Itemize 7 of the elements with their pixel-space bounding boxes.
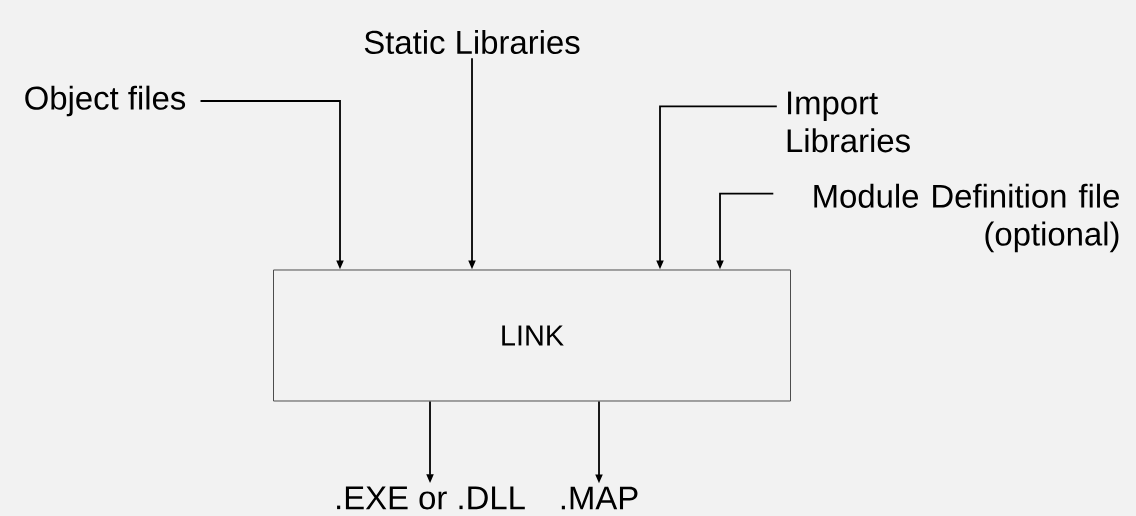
input-label: Import Libraries	[787, 91, 910, 153]
input-label: Object files	[25, 85, 186, 117]
input-label: Static Libraries	[364, 29, 580, 55]
output-label: .EXE or .DLL	[337, 486, 525, 510]
input-label: Module Definition file (optional)	[814, 183, 1119, 253]
output-label: .MAP	[561, 486, 638, 510]
process-box: LINK	[273, 269, 791, 402]
